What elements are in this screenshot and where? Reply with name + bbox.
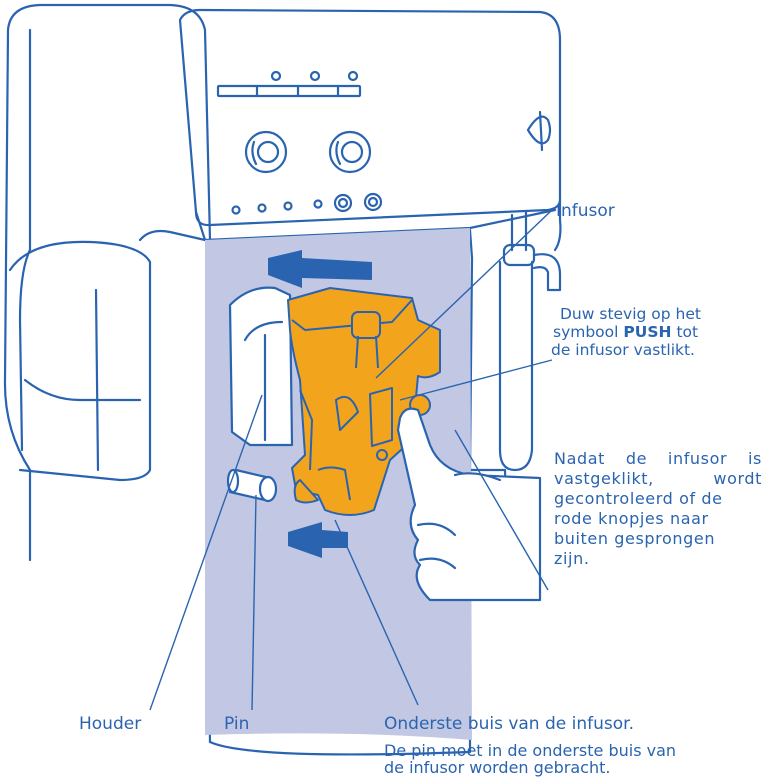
leader-pin: [251, 494, 257, 711]
push-word: PUSH: [623, 323, 672, 341]
arrow-top: [268, 250, 372, 288]
label-note-line1: De pin moet in de onderste buis van: [384, 741, 677, 760]
machine-side-panel: [18, 28, 32, 452]
label-infusor: Infusor: [556, 201, 615, 221]
leader-onderste: [334, 519, 419, 706]
arrow-bottom: [288, 522, 348, 558]
leader-houder: [149, 394, 263, 711]
machine-body-outline: [3, 3, 212, 562]
water-tank: [8, 240, 152, 482]
label-onderste: Onderste buis van de infusor.: [384, 714, 634, 734]
label-push-line1: Duw stevig op het: [560, 305, 701, 323]
leader-check: [454, 429, 549, 591]
control-panel: [178, 8, 562, 227]
pin: [226, 468, 278, 503]
right-knob: [328, 130, 372, 174]
label-push-line3: de infusor vastlikt.: [551, 341, 695, 359]
holder: [228, 286, 294, 447]
leader-push: [399, 359, 553, 401]
label-houder: Houder: [79, 714, 142, 734]
leader-infusor: [375, 209, 553, 379]
left-knob: [244, 130, 288, 174]
label-push-line2: symbool PUSH tot: [553, 323, 699, 341]
finger-pressing-push: [396, 407, 542, 602]
label-check: Nadat de infusor is vastgeklikt, wordt g…: [554, 449, 762, 568]
label-pin: Pin: [224, 714, 250, 734]
